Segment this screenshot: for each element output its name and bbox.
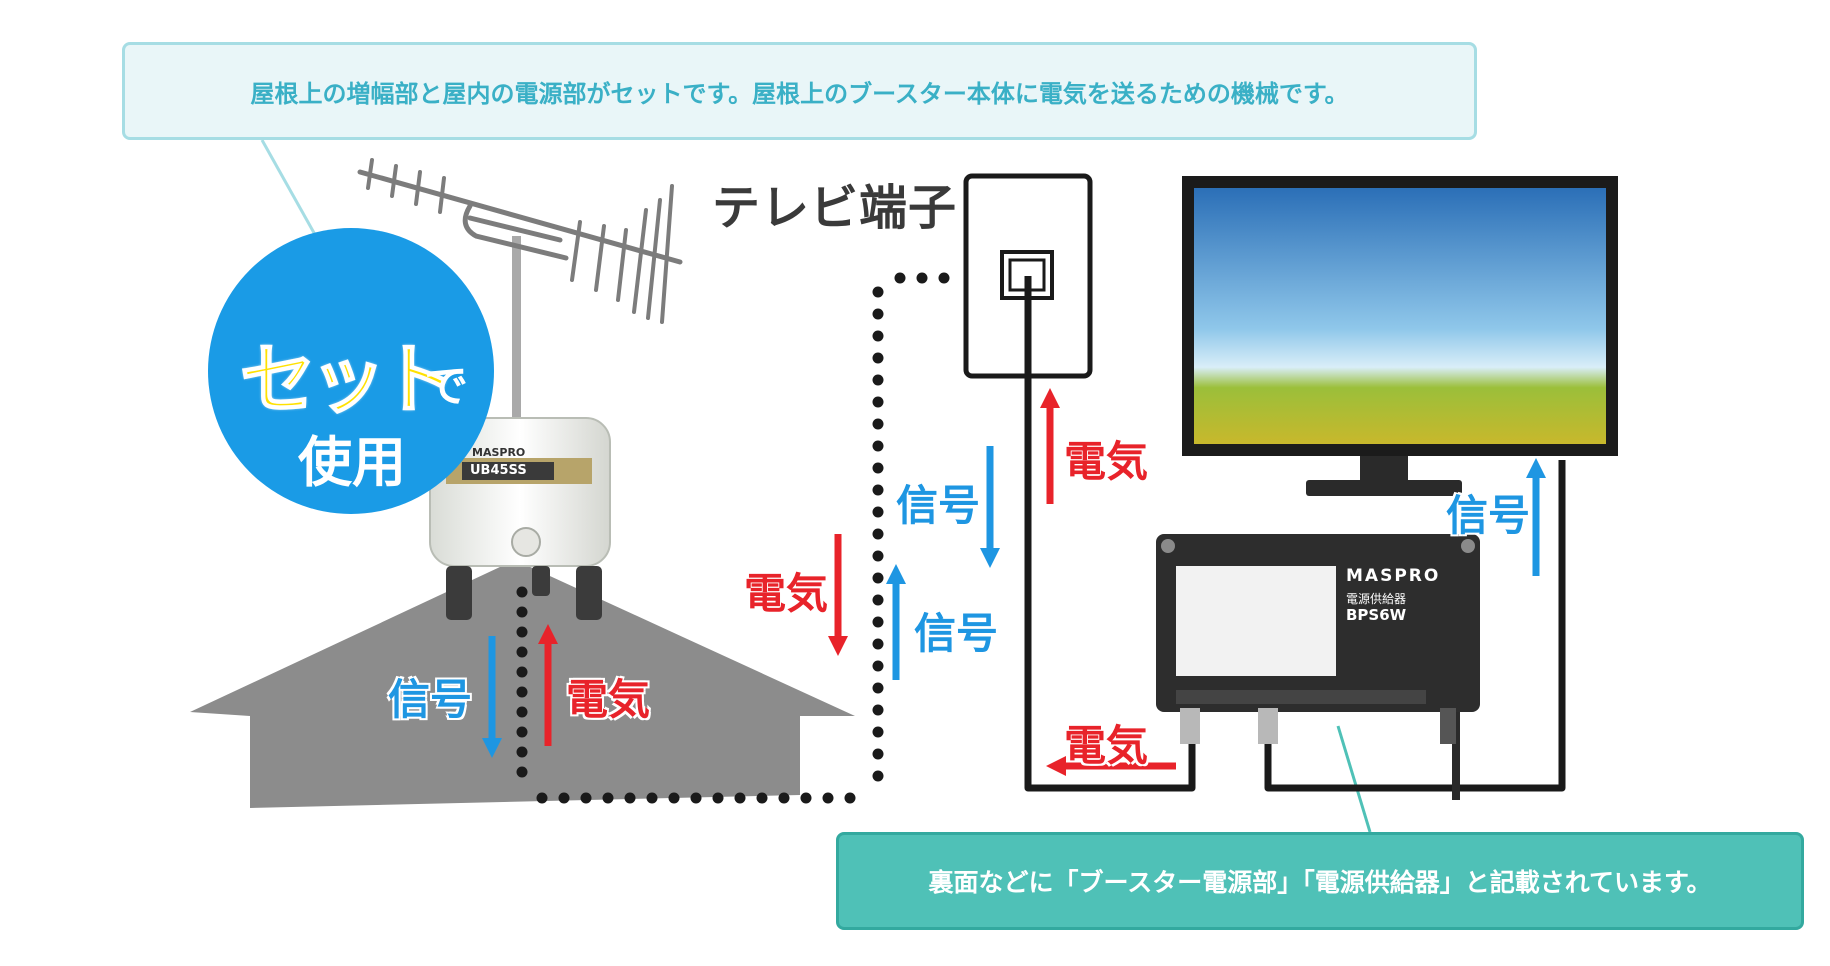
set-badge-line2: で: [424, 361, 468, 412]
power-supply-brand: MASPRO: [1346, 566, 1441, 586]
cable-dot: [778, 792, 790, 804]
top-callout-text: 屋根上の増幅部と屋内の電源部がセットです。屋根上のブースター本体に電気を送るため…: [250, 79, 1349, 108]
cable-dot: [872, 506, 884, 518]
set-badge-line1: セット: [239, 334, 457, 425]
cable-dot: [872, 418, 884, 430]
callout-bottom-pointer: [1336, 725, 1372, 833]
cable-dot: [872, 484, 884, 496]
cable-dot: [872, 638, 884, 650]
cable-dot: [516, 726, 528, 738]
label-signal-house: 信号: [388, 675, 473, 724]
cable-dot: [734, 792, 746, 804]
cable-dot: [872, 704, 884, 716]
cable-dot: [872, 462, 884, 474]
tv-terminal-title: テレビ端子: [712, 180, 958, 236]
label-power-outlet: 電気: [1064, 437, 1149, 486]
cable-dot: [844, 792, 856, 804]
label-signal-tv: 信号: [1446, 491, 1531, 540]
cable-dot: [872, 682, 884, 694]
coax-dotted-cable: [516, 272, 950, 804]
flow-arrows: [482, 388, 1546, 776]
cable-dot: [872, 286, 884, 298]
cable-dot: [894, 272, 906, 284]
cable-dot: [872, 528, 884, 540]
cable-dot: [938, 272, 950, 284]
cable-dot: [536, 792, 548, 804]
cable-dot: [516, 666, 528, 678]
top-callout: 屋根上の増幅部と屋内の電源部がセットです。屋根上のブースター本体に電気を送るため…: [122, 42, 1477, 140]
cable-dot: [516, 706, 528, 718]
cable-dot: [872, 330, 884, 342]
callout-top-pointer: [260, 139, 320, 241]
cable-dot: [800, 792, 812, 804]
cable-dot: [602, 792, 614, 804]
cable-dot: [690, 792, 702, 804]
label-power-house: 電気: [566, 675, 651, 724]
cable-dot: [516, 606, 528, 618]
label-power-mid: 電気: [744, 569, 829, 618]
cable-dot: [872, 352, 884, 364]
set-badge-line3: 使用: [298, 431, 406, 494]
cable-dot: [516, 686, 528, 698]
house-icon: [190, 560, 855, 808]
bottom-callout-text: 裏面などに「ブースター電源部」「電源供給器」と記載されています。: [928, 868, 1712, 897]
cable-dot: [516, 646, 528, 658]
cable-dot: [872, 440, 884, 452]
cable-dot: [516, 746, 528, 758]
cable-dot: [872, 396, 884, 408]
set-badge: [208, 228, 494, 514]
antenna-mast: [512, 236, 521, 468]
cable-dot: [872, 660, 884, 672]
cable-dot: [516, 766, 528, 778]
cable-dot: [580, 792, 592, 804]
antenna-icon: [357, 158, 683, 324]
cable-dot: [872, 748, 884, 760]
cable-dot: [916, 272, 928, 284]
label-signal-mid: 信号: [914, 609, 999, 658]
cable-dot: [872, 374, 884, 386]
cable-dot: [822, 792, 834, 804]
cable-dot: [756, 792, 768, 804]
cable-dot: [646, 792, 658, 804]
cable-dot: [872, 726, 884, 738]
label-power-bottom: 電気: [1064, 721, 1149, 770]
cable-dot: [624, 792, 636, 804]
cable-dot: [872, 594, 884, 606]
cable-dot: [712, 792, 724, 804]
cable-dot: [872, 572, 884, 584]
cable-dot: [516, 626, 528, 638]
power-supply-name: 電源供給器: [1346, 592, 1407, 606]
cable-dot: [516, 586, 528, 598]
booster-brand: MASPRO: [472, 446, 526, 459]
cable-dot: [872, 616, 884, 628]
bottom-callout: 裏面などに「ブースター電源部」「電源供給器」と記載されています。: [836, 832, 1804, 930]
tv-icon: [1182, 176, 1618, 496]
power-supply-model: BPS6W: [1346, 606, 1407, 624]
label-signal-outlet: 信号: [896, 481, 981, 530]
cable-dot: [558, 792, 570, 804]
cable-dot: [872, 550, 884, 562]
booster-icon: [429, 417, 611, 620]
cable-dot: [668, 792, 680, 804]
booster-model: UB45SS: [470, 463, 527, 478]
cable-dot: [872, 308, 884, 320]
cable-dot: [872, 770, 884, 782]
power-supply-icon: [1156, 534, 1480, 744]
